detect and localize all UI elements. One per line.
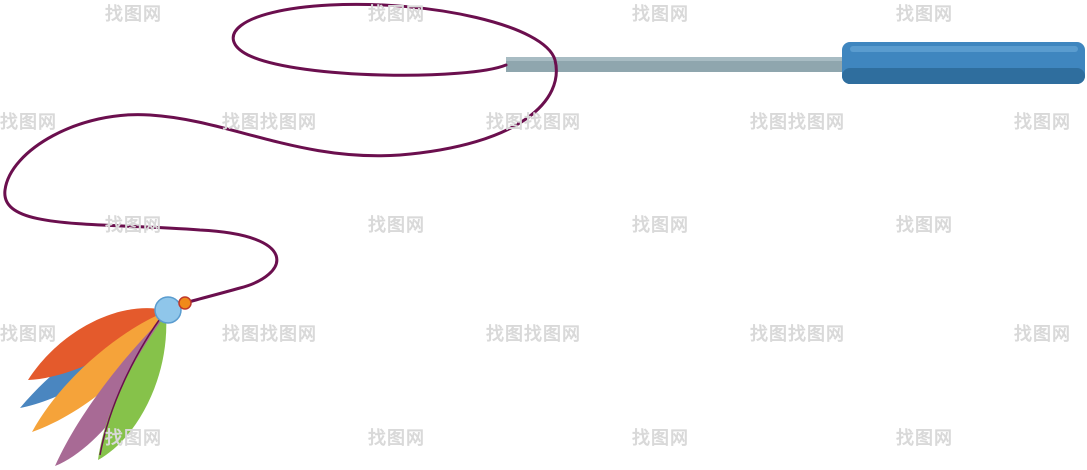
wand-handle-highlight — [850, 46, 1078, 52]
teaser-string — [3, 2, 558, 305]
feather-spine — [99, 311, 166, 456]
wand-handle-shadow — [842, 68, 1085, 84]
feather-bundle — [20, 308, 167, 466]
feather-purple — [55, 318, 163, 466]
feather-orange — [32, 312, 165, 432]
feather-green — [98, 314, 167, 460]
feather-red — [28, 308, 165, 380]
wand-rod-highlight — [506, 57, 850, 61]
teaser-bead — [154, 296, 182, 324]
teaser-ring — [178, 296, 192, 310]
